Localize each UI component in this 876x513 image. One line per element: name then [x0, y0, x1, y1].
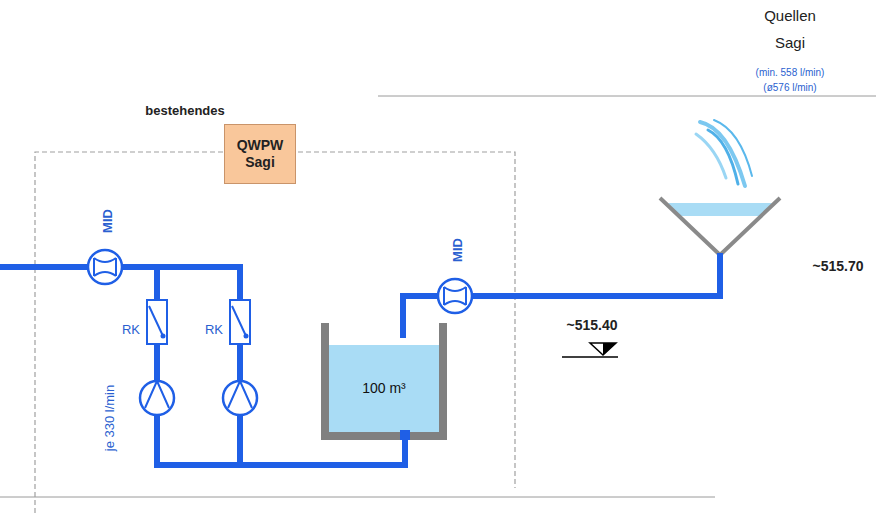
elevation-label: ~515.70: [813, 258, 864, 274]
top-rule: [378, 96, 876, 97]
splash-stroke: [700, 122, 745, 186]
pump-ring: [223, 381, 257, 415]
bottom-rule: [0, 497, 715, 498]
valve-body: [230, 300, 250, 344]
meter-label: MID: [100, 209, 115, 233]
valve-seat: [244, 334, 249, 339]
valve-body: [147, 300, 167, 344]
flow-meter: [88, 250, 122, 284]
pump-flow-label: je 330 l/min: [102, 385, 117, 451]
station-heading: bestehendes: [145, 103, 224, 118]
level-triangle: [590, 343, 616, 355]
level-line: [562, 356, 618, 358]
elevation-label: ~515.40: [567, 317, 618, 333]
source-title: Quellen Sagi: [750, 2, 830, 56]
node-text: QWPW Sagi: [229, 137, 291, 172]
pump-pipe: [0, 267, 240, 465]
tank-volume: 100 m³: [330, 345, 438, 433]
station-box: QWPW Sagi: [224, 124, 296, 184]
pump-symbol: [223, 381, 257, 415]
meter-ring: [88, 250, 122, 284]
check-valve: [230, 300, 250, 344]
splash-stroke: [696, 134, 726, 178]
valve-label: RK: [205, 322, 223, 337]
pump-triangle: [228, 381, 252, 408]
meter-label: MID: [450, 238, 465, 262]
water-level-mark: [562, 343, 618, 357]
pump-symbol: [140, 381, 174, 415]
tank-outlet: [400, 430, 410, 440]
pump-ring: [140, 381, 174, 415]
station-boundary: [35, 152, 515, 513]
meter-venturi: [444, 287, 466, 305]
water-splash: [696, 120, 752, 186]
flow-meter: [438, 279, 472, 313]
funnel: [660, 198, 780, 255]
source-flow-min: (min. 558 l/min): [756, 67, 825, 78]
meter-ring: [438, 279, 472, 313]
source-pipe: [403, 253, 720, 338]
tank-wall: [325, 323, 443, 436]
valve-flap: [232, 306, 246, 336]
check-valve: [147, 300, 167, 344]
node-text: 100 m³: [362, 380, 406, 398]
level-triangle-fill: [603, 343, 616, 355]
splash-stroke: [708, 130, 738, 184]
source-flow-avg: (ø576 l/min): [763, 82, 816, 93]
splash-stroke: [714, 120, 752, 176]
tank-water: [329, 345, 439, 433]
meter-venturi: [94, 258, 116, 276]
valve-flap: [149, 306, 163, 336]
valve-label: RK: [122, 322, 140, 337]
valve-seat: [161, 334, 166, 339]
funnel-water: [668, 203, 772, 216]
pump-triangle: [145, 381, 169, 408]
